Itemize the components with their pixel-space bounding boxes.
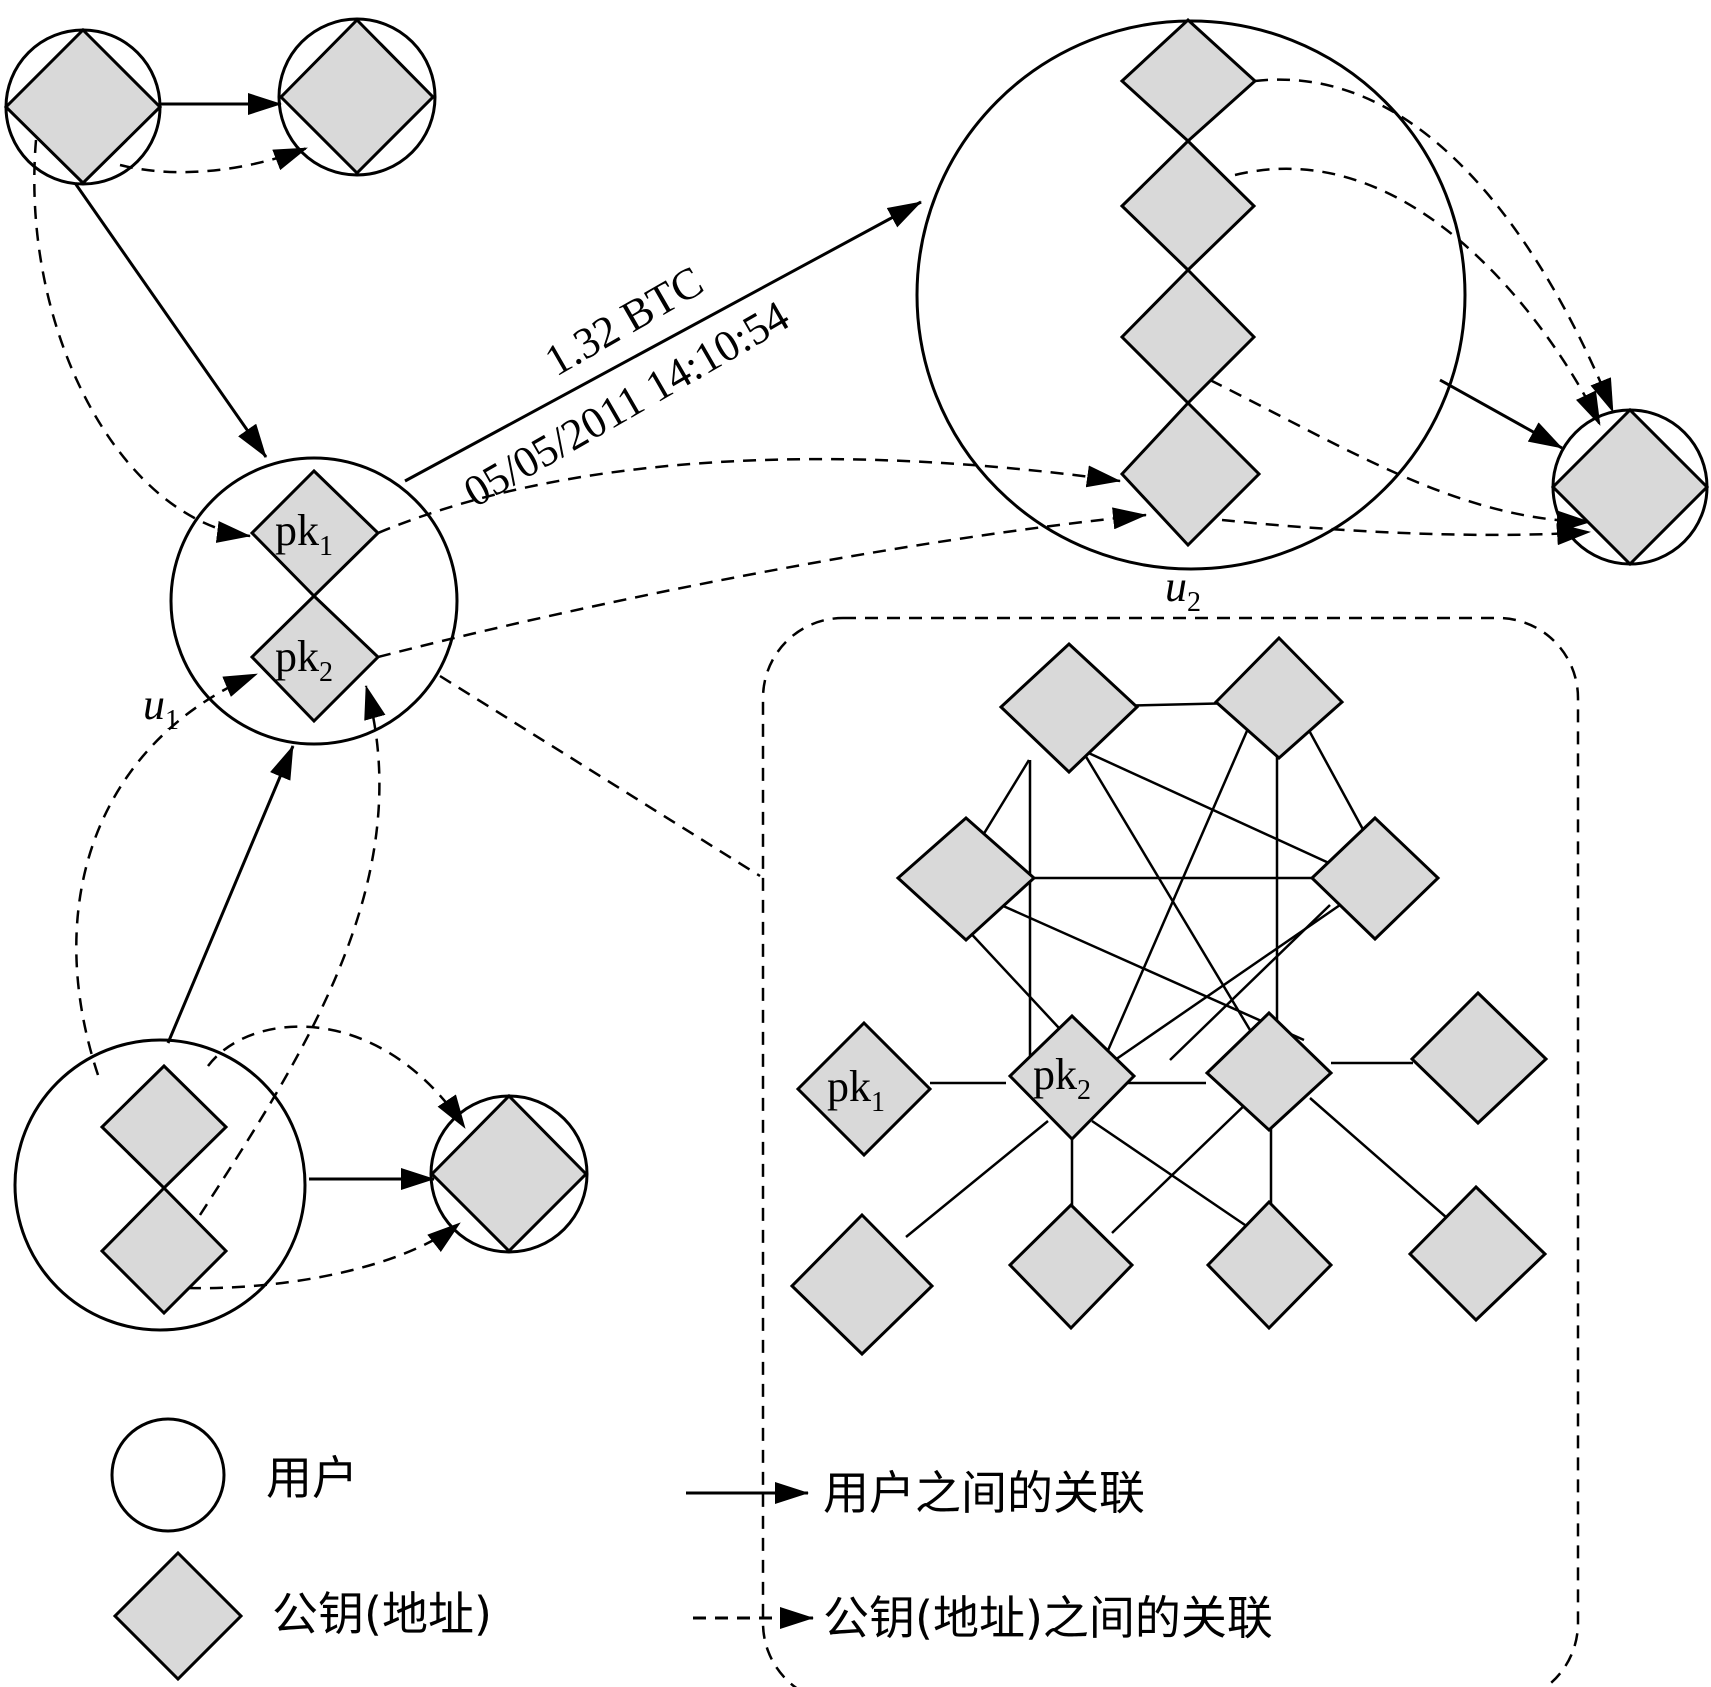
network-edge [1000, 903, 1305, 1042]
network-diamond [1309, 815, 1441, 942]
pubkey-link-pk2-to-network [439, 674, 761, 878]
network-diamond [998, 641, 1140, 775]
user-u1-label: u1 [143, 680, 179, 736]
pubkey-link-bottom-to-u1-pk2 [75, 672, 258, 1076]
pubkey-link-bottom-to-bottomsecond-a [207, 1025, 467, 1129]
legend-pubkey-link-label: 公钥(地址)之间的关联 [823, 1591, 1273, 1645]
user-node-bottom-left [13, 1038, 307, 1332]
network-pk2-label: pk2 [1033, 1050, 1091, 1106]
pubkey-link-u2-a-to-right [1254, 78, 1615, 413]
network-edge [905, 1120, 1049, 1238]
network-edge [1081, 748, 1367, 882]
network-edge [1297, 711, 1368, 836]
legend-user-link-label: 用户之间的关联 [823, 1466, 1145, 1520]
user-link-topleft-to-u1 [73, 182, 268, 458]
network-edge [1097, 723, 1252, 1072]
pubkey-link-u2-b-to-right [1234, 167, 1602, 426]
network-diamond [895, 815, 1037, 943]
address-diamond [99, 1063, 229, 1191]
address-diamond [1550, 407, 1710, 567]
network-diamond [1213, 635, 1345, 761]
address-diamond [3, 27, 163, 186]
pk1-label: pk1 [275, 506, 333, 562]
address-diamond [1119, 17, 1258, 144]
network-diamond-pk1 [795, 1020, 933, 1158]
user-node-u1 [169, 456, 459, 746]
pk2-label: pk2 [275, 632, 333, 688]
pubkey-link-top-1 [119, 146, 308, 174]
network-edge [1309, 1097, 1456, 1226]
pubkey-link-pk2-to-u2 [377, 507, 1147, 659]
network-edge [1091, 1119, 1246, 1227]
pubkey-link-u2-d-to-right [1221, 518, 1591, 546]
address-diamond [429, 1093, 589, 1254]
network-pk1-label: pk1 [827, 1062, 885, 1118]
pubkey-link-bottom-to-bottomsecond-b [187, 1222, 461, 1290]
network-diamond [1204, 1010, 1334, 1133]
pubkey-link-bottom-to-u1-pk2-b [198, 685, 386, 1216]
network-diamond [1007, 1202, 1135, 1331]
address-diamond [1119, 267, 1257, 406]
network-diamond-pk2 [1007, 1013, 1137, 1142]
pubkey-link-pk1-to-u2 [377, 457, 1121, 535]
user-link-u2-to-right [1439, 378, 1563, 450]
pubkey-link-top-to-u1 [33, 139, 251, 543]
network-edge [1080, 749, 1270, 1061]
network-diamond [789, 1212, 935, 1357]
legend-user-label: 用户 [266, 1451, 358, 1505]
legend-pubkey-symbol [112, 1550, 244, 1682]
address-diamond [1119, 400, 1262, 548]
network-edge [1169, 904, 1331, 1061]
address-diamond-pk2 [249, 593, 381, 724]
network-diamond [1407, 1184, 1548, 1323]
address-diamond [278, 17, 436, 176]
legend-pubkey-label: 公钥(地址) [272, 1587, 492, 1641]
legend: 用户 公钥(地址) 用户之间的关联 公钥(地址)之间的关联 [110, 1417, 1273, 1682]
network-edge [1111, 1099, 1251, 1234]
network-diamond [1205, 1199, 1334, 1331]
user-link-bottomleft-to-u1 [166, 745, 295, 1044]
network-diamond [1409, 990, 1549, 1126]
pubkey-link-u2-c-to-right [1209, 378, 1591, 533]
address-diamond [99, 1185, 229, 1316]
address-network-box [761, 616, 1580, 1687]
address-diamond [1119, 138, 1257, 273]
user-u2-label: u2 [1165, 562, 1201, 618]
legend-user-symbol [110, 1417, 226, 1533]
user-link-u1-to-u2 [404, 200, 922, 483]
